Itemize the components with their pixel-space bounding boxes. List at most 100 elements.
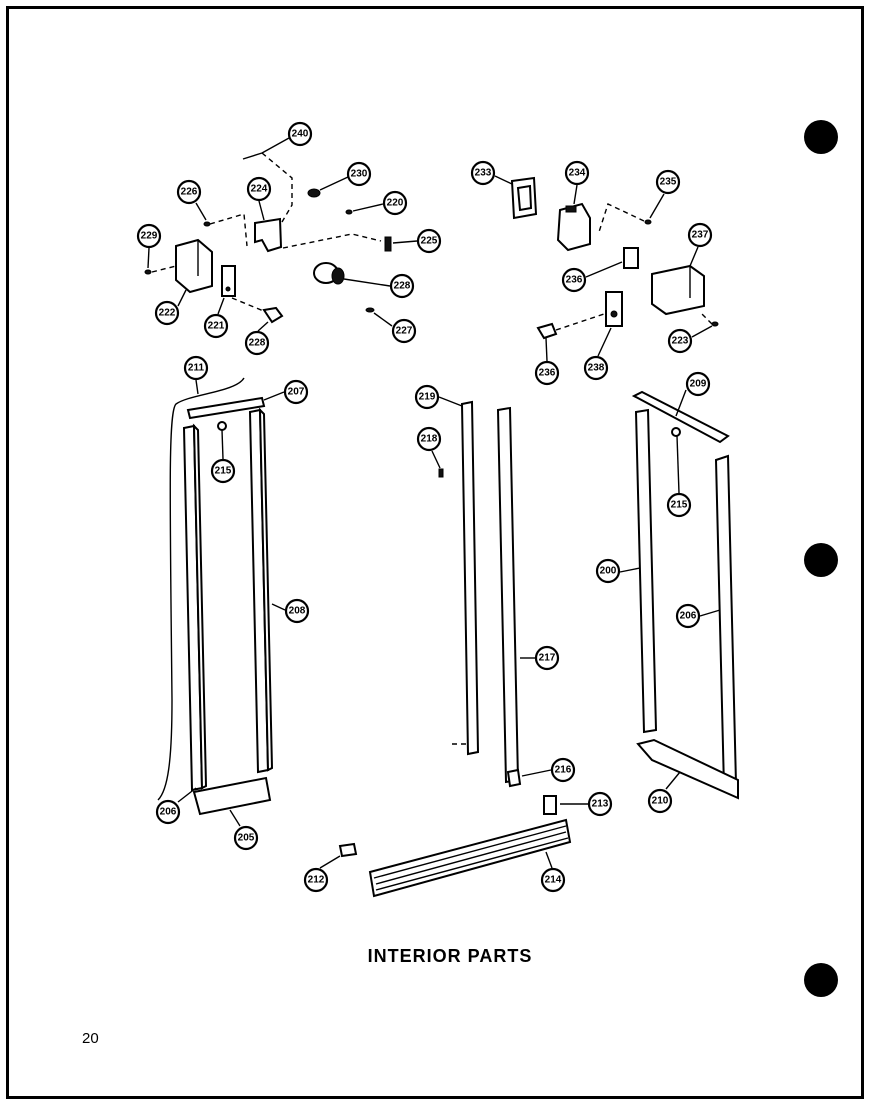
- callout-211: 211: [183, 355, 209, 381]
- page-number: 20: [82, 1030, 99, 1047]
- callout-number: 213: [592, 799, 609, 810]
- callout-number: 216: [555, 765, 572, 776]
- left-liner-assembly: [157, 377, 286, 827]
- callout-number: 210: [652, 796, 669, 807]
- callout-number: 207: [288, 387, 305, 398]
- callout-circle: [666, 492, 692, 518]
- callout-circle: [583, 355, 609, 381]
- callout-number: 238: [588, 363, 605, 374]
- callout-219: 219: [414, 384, 440, 410]
- callout-number: 233: [475, 168, 492, 179]
- callout-205: 205: [233, 825, 259, 851]
- callout-222: 222: [154, 300, 180, 326]
- callout-circle: [284, 598, 310, 624]
- callout-circle: [587, 791, 613, 817]
- callout-number: 217: [539, 653, 556, 664]
- callout-circle: [176, 179, 202, 205]
- binder-hole-middle: [804, 543, 838, 577]
- binder-hole-bottom: [804, 963, 838, 997]
- callout-233: 233: [470, 160, 496, 186]
- callout-circle: [564, 160, 590, 186]
- callout-circle: [416, 228, 442, 254]
- callout-circle: [136, 223, 162, 249]
- callout-238: 238: [583, 355, 609, 381]
- callout-number: 219: [419, 392, 436, 403]
- callout-number: 215: [671, 500, 688, 511]
- callout-206: 206: [675, 603, 701, 629]
- callout-number: 236: [566, 275, 583, 286]
- callout-number: 228: [394, 281, 411, 292]
- callout-206: 206: [155, 799, 181, 825]
- callout-circle: [346, 161, 372, 187]
- callout-230: 230: [346, 161, 372, 187]
- right-liner-assembly: [619, 389, 739, 800]
- callout-number: 200: [600, 566, 617, 577]
- callout-circle: [244, 330, 270, 356]
- callout-circle: [233, 825, 259, 851]
- callout-circle: [470, 160, 496, 186]
- callout-236: 236: [534, 360, 560, 386]
- callout-208: 208: [284, 598, 310, 624]
- callout-circle: [667, 328, 693, 354]
- callout-circle: [382, 190, 408, 216]
- callout-circle: [246, 176, 272, 202]
- callout-240: 240: [287, 121, 313, 147]
- callout-circle: [595, 558, 621, 584]
- upper-right-hardware: [494, 175, 719, 362]
- callout-number: 212: [308, 875, 325, 886]
- callout-number: 224: [251, 184, 268, 195]
- callout-circle: [183, 355, 209, 381]
- callout-number: 214: [545, 875, 562, 886]
- callout-225: 225: [416, 228, 442, 254]
- callout-237: 237: [687, 222, 713, 248]
- callout-212: 212: [303, 867, 329, 893]
- callout-229: 229: [136, 223, 162, 249]
- callout-214: 214: [540, 867, 566, 893]
- callout-210: 210: [647, 788, 673, 814]
- callout-217: 217: [534, 645, 560, 671]
- callout-number: 228: [249, 338, 266, 349]
- callout-number: 220: [387, 198, 404, 209]
- callout-circle: [675, 603, 701, 629]
- diagram-title: INTERIOR PARTS: [367, 946, 533, 966]
- callout-circle: [154, 300, 180, 326]
- upper-left-hardware: [144, 137, 418, 332]
- callout-circle: [210, 458, 236, 484]
- callout-236: 236: [561, 267, 587, 293]
- callout-number: 206: [680, 611, 697, 622]
- callout-number: 206: [160, 807, 177, 818]
- callout-207: 207: [283, 379, 309, 405]
- callout-235: 235: [655, 169, 681, 195]
- callout-228: 228: [389, 273, 415, 299]
- callout-221: 221: [203, 313, 229, 339]
- callout-circle: [155, 799, 181, 825]
- callout-number: 209: [690, 379, 707, 390]
- callout-228: 228: [244, 330, 270, 356]
- callout-215: 215: [210, 458, 236, 484]
- callout-218: 218: [416, 426, 442, 452]
- callout-circle: [687, 222, 713, 248]
- center-breaker-assembly: [319, 396, 588, 898]
- callout-circle: [416, 426, 442, 452]
- callout-number: 215: [215, 466, 232, 477]
- callout-circle: [685, 371, 711, 397]
- callout-number: 211: [188, 363, 205, 374]
- callout-circle: [655, 169, 681, 195]
- callout-circle: [561, 267, 587, 293]
- callout-number: 237: [692, 230, 709, 241]
- callout-213: 213: [587, 791, 613, 817]
- callout-number: 205: [238, 833, 255, 844]
- page-border: [6, 6, 864, 1099]
- callout-number: 236: [539, 368, 556, 379]
- binder-hole-top: [804, 120, 838, 154]
- callout-circle: [287, 121, 313, 147]
- callout-209: 209: [685, 371, 711, 397]
- callout-circle: [203, 313, 229, 339]
- callout-circle: [391, 318, 417, 344]
- callout-226: 226: [176, 179, 202, 205]
- callout-200: 200: [595, 558, 621, 584]
- callout-circle: [647, 788, 673, 814]
- callout-number: 222: [159, 308, 176, 319]
